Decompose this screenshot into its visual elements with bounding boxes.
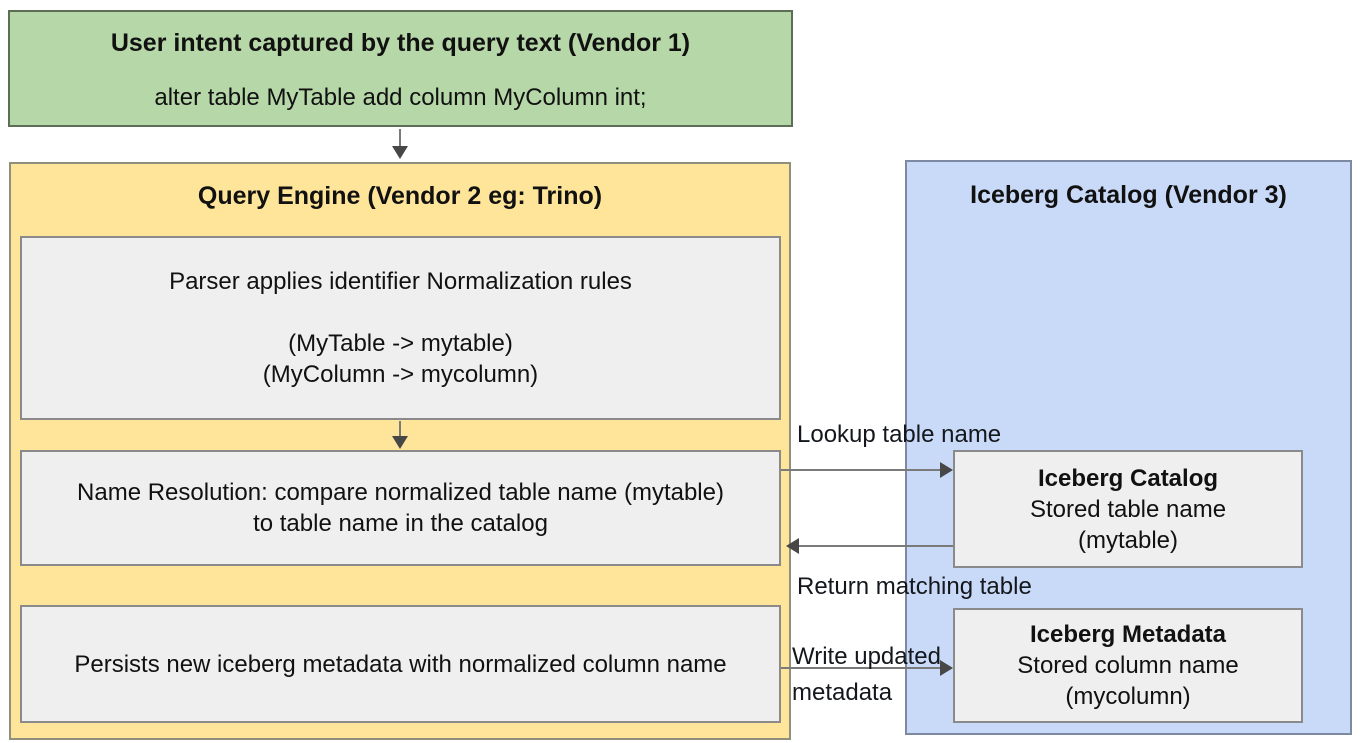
parser-line-3: (MyColumn -> mycolumn)	[262, 361, 539, 388]
iceberg-metadata-store-title: Iceberg Metadata	[1029, 621, 1227, 648]
persist-metadata-step-box: Persists new iceberg metadata with norma…	[20, 605, 781, 723]
arrow-parser-to-resolution-line	[399, 421, 401, 438]
parser-blank-line	[22, 297, 779, 328]
arrow-right-icon	[940, 462, 953, 478]
user-intent-box: User intent captured by the query text (…	[8, 10, 793, 127]
parser-step-box: Parser applies identifier Normalization …	[20, 236, 781, 420]
return-edge-label: Return matching table	[797, 573, 1032, 600]
iceberg-catalog-vendor-title: Iceberg Catalog (Vendor 3)	[970, 181, 1287, 209]
arrow-left-icon	[786, 538, 799, 554]
iceberg-metadata-store-line-2: Stored column name	[1017, 652, 1239, 679]
iceberg-catalog-store-title: Iceberg Catalog	[1037, 464, 1219, 492]
parser-line-1: Parser applies identifier Normalization …	[169, 268, 632, 295]
parser-line-2: (MyTable -> mytable)	[288, 330, 513, 357]
name-resolution-step-box: Name Resolution: compare normalized tabl…	[20, 450, 781, 566]
iceberg-catalog-store-line-2: Stored table name	[1029, 495, 1227, 523]
iceberg-metadata-store-box: Iceberg Metadata Stored column name (myc…	[953, 608, 1303, 723]
write-edge-label-line-1: Write updated	[792, 643, 941, 670]
arrow-lookup-line	[781, 469, 941, 471]
arrow-right-icon	[940, 660, 953, 676]
user-intent-title: User intent captured by the query text (…	[110, 29, 691, 57]
arrow-write-line	[781, 667, 941, 669]
user-query-text: alter table MyTable add column MyColumn …	[154, 84, 647, 111]
write-edge-label-line-2: metadata	[792, 679, 893, 706]
arrow-return-line	[798, 545, 953, 547]
arrow-down-icon	[392, 146, 408, 159]
name-resolution-line-2: to table name in the catalog	[253, 510, 548, 537]
query-engine-title: Query Engine (Vendor 2 eg: Trino)	[197, 182, 603, 210]
iceberg-catalog-store-box: Iceberg Catalog Stored table name (mytab…	[953, 450, 1303, 568]
lookup-edge-label: Lookup table name	[797, 421, 1002, 448]
write-edge-label: Write updated metadata	[792, 639, 941, 711]
iceberg-catalog-store-line-3: (mytable)	[1077, 526, 1179, 554]
arrow-intent-to-engine-line	[399, 129, 401, 148]
iceberg-metadata-store-line-3: (mycolumn)	[1065, 683, 1191, 710]
persist-line: Persists new iceberg metadata with norma…	[74, 650, 727, 678]
arrow-down-icon	[392, 436, 408, 449]
name-resolution-line-1: Name Resolution: compare normalized tabl…	[77, 479, 724, 506]
